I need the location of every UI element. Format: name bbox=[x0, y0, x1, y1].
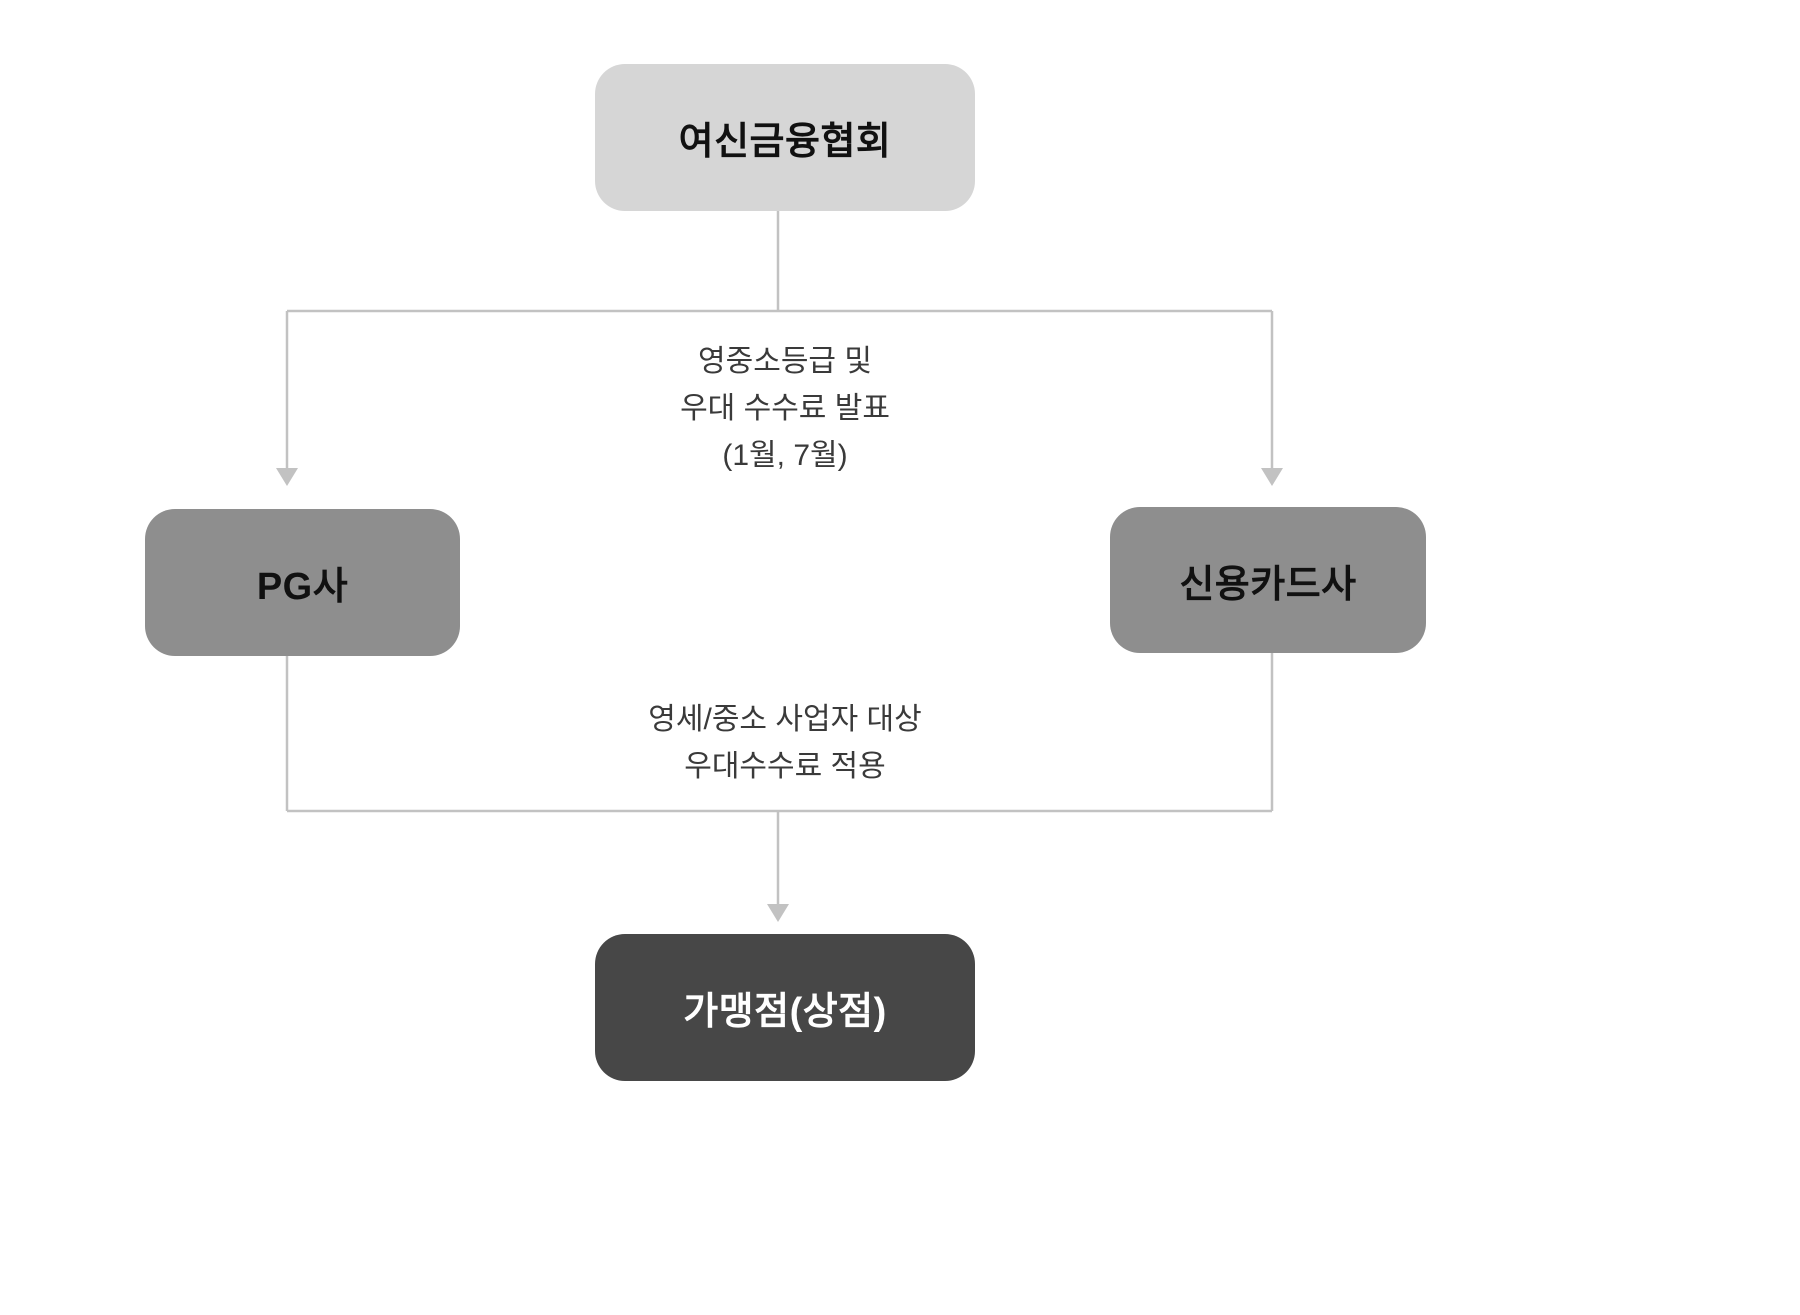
annotation-line: 우대 수수료 발표 bbox=[680, 392, 890, 425]
node-label: 가맹점(상점) bbox=[683, 991, 887, 1033]
annotation-line: 영중소등급 및 bbox=[698, 345, 872, 378]
node-merchant-store: 가맹점(상점) bbox=[595, 934, 975, 1081]
arrow-down-icon bbox=[1261, 468, 1283, 486]
annotation-line: 우대수수료 적용 bbox=[684, 750, 886, 783]
node-credit-card-company: 신용카드사 bbox=[1110, 507, 1426, 653]
node-credit-finance-association: 여신금융협회 bbox=[595, 64, 975, 211]
node-label: 여신금융협회 bbox=[678, 121, 892, 163]
node-pg-company: PG사 bbox=[145, 509, 460, 656]
annotation-line: 영세/중소 사업자 대상 bbox=[648, 703, 922, 736]
node-label: 신용카드사 bbox=[1179, 563, 1357, 606]
arrow-down-icon bbox=[276, 468, 298, 486]
annotation-lower: 영세/중소 사업자 대상 우대수수료 적용 bbox=[485, 696, 1085, 790]
annotation-line: (1월, 7월) bbox=[722, 439, 848, 472]
arrow-down-icon bbox=[767, 904, 789, 922]
annotation-upper: 영중소등급 및 우대 수수료 발표 (1월, 7월) bbox=[485, 338, 1085, 479]
node-label: PG사 bbox=[256, 566, 349, 608]
